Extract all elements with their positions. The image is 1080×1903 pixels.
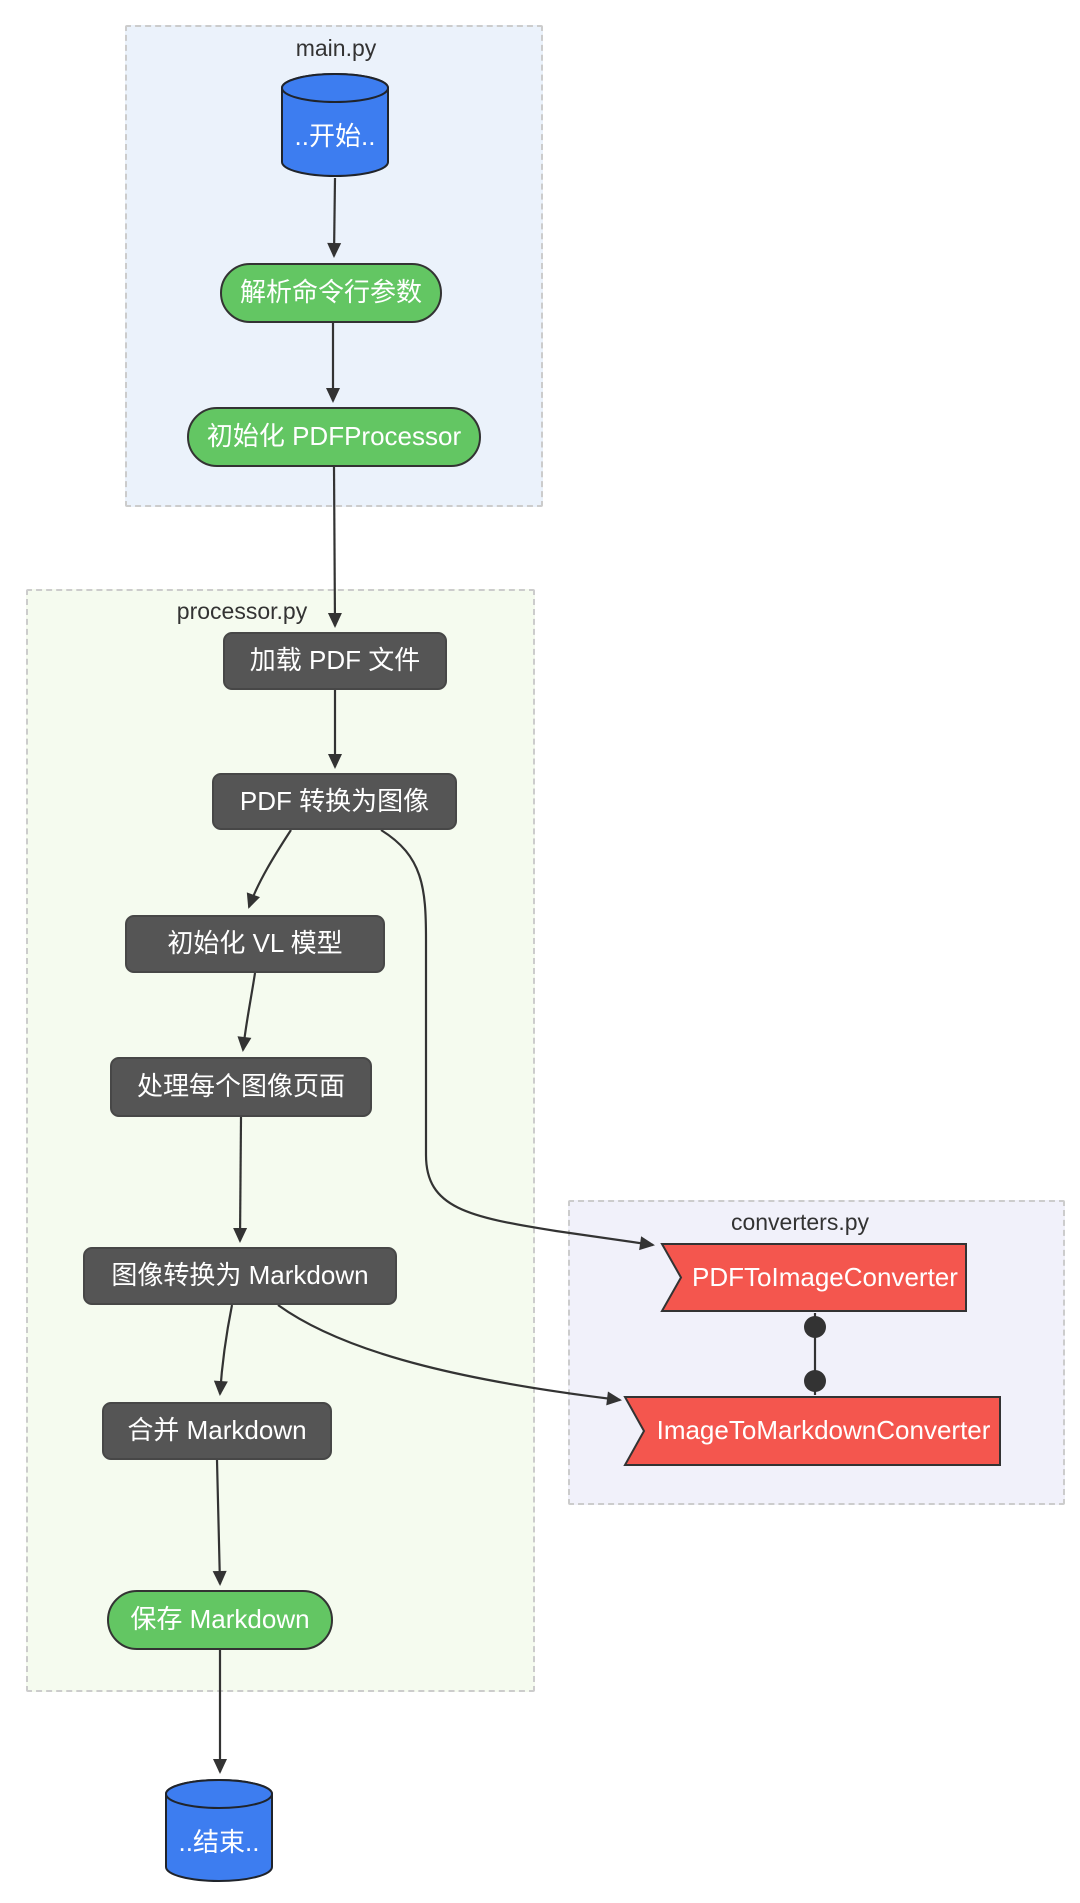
- cylinder-shape: [281, 73, 389, 177]
- node-image-to-md: 图像转换为 Markdown: [83, 1247, 397, 1305]
- node-pdf-to-image: PDF 转换为图像: [212, 773, 457, 830]
- edge-circle-endpoint-bottom: [804, 1370, 826, 1392]
- edge-imagetomd-to-mergemd: [213, 1304, 234, 1396]
- node-parse-args-label: 解析命令行参数: [239, 277, 422, 308]
- node-end-label: ..结束..: [178, 1826, 260, 1857]
- node-pdf-converter: PDFToImageConverter: [660, 1242, 968, 1313]
- edge-pdftoimage-to-pdfconverter: [380, 829, 655, 1251]
- edge-pdftoimage-to-initvl: [246, 829, 292, 909]
- edge-imagetomd-to-imgconverter: [277, 1304, 622, 1406]
- node-img-converter: ImageToMarkdownConverter: [623, 1395, 1002, 1467]
- node-pdf-to-image-label: PDF 转换为图像: [239, 785, 430, 816]
- node-end: ..结束..: [165, 1778, 273, 1883]
- node-init-vl-label: 初始化 VL 模型: [167, 928, 343, 959]
- node-init-processor-label: 初始化 PDFProcessor: [206, 421, 462, 452]
- node-save-md-label: 保存 Markdown: [130, 1604, 310, 1635]
- node-load-pdf-label: 加载 PDF 文件: [249, 645, 421, 676]
- node-init-vl: 初始化 VL 模型: [125, 915, 385, 973]
- cylinder-shape: [165, 1779, 273, 1882]
- edge-initvl-to-processpages: [237, 972, 257, 1052]
- node-image-to-md-label: 图像转换为 Markdown: [111, 1260, 369, 1291]
- edge-initprocessor-to-loadpdf: [327, 466, 342, 628]
- cluster-main-py-title: main.py: [295, 35, 377, 61]
- edge-circle-endpoint-top: [804, 1316, 826, 1338]
- odd-shape: [623, 1396, 1001, 1466]
- node-start-label: ..开始..: [294, 121, 376, 152]
- node-parse-args: 解析命令行参数: [220, 263, 442, 323]
- node-img-converter-label: ImageToMarkdownConverter: [656, 1415, 991, 1446]
- edge-processpages-to-imagetomd: [233, 1116, 248, 1243]
- node-process-pages: 处理每个图像页面: [110, 1057, 372, 1117]
- node-save-md: 保存 Markdown: [107, 1590, 333, 1650]
- node-merge-md: 合并 Markdown: [102, 1402, 332, 1460]
- odd-shape: [660, 1243, 967, 1312]
- edge-start-to-parse: [327, 177, 342, 258]
- edge-mergemd-to-savemd: [212, 1459, 227, 1586]
- node-process-pages-label: 处理每个图像页面: [136, 1071, 345, 1102]
- node-merge-md-label: 合并 Markdown: [127, 1415, 307, 1446]
- node-init-processor: 初始化 PDFProcessor: [187, 407, 481, 467]
- node-start: ..开始..: [281, 72, 389, 178]
- node-pdf-converter-label: PDFToImageConverter: [692, 1261, 958, 1292]
- cluster-processor-py: processor.py: [26, 589, 535, 1692]
- node-load-pdf: 加载 PDF 文件: [223, 632, 447, 690]
- cluster-converters-py-title: converters.py: [730, 1209, 870, 1235]
- cluster-processor-py-title: processor.py: [176, 598, 308, 624]
